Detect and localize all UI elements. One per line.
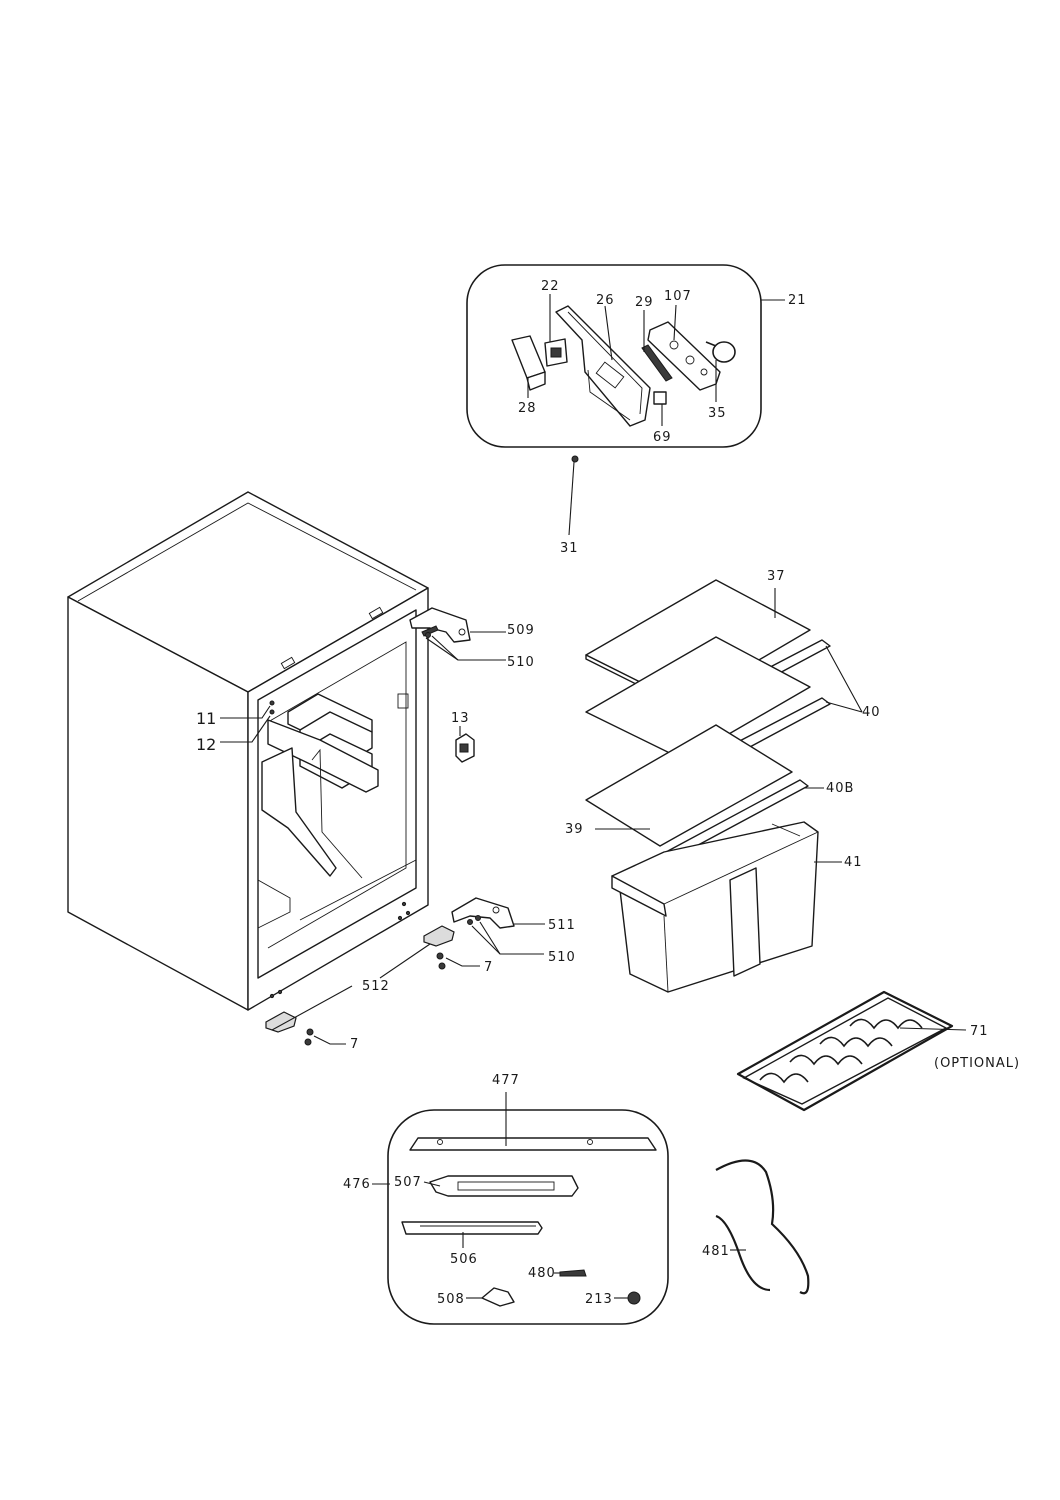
label-40: 40 <box>862 705 881 720</box>
label-481: 481 <box>702 1244 730 1259</box>
label-107: 107 <box>664 289 692 304</box>
label-7-top: 7 <box>484 960 493 975</box>
label-12: 12 <box>196 735 216 754</box>
label-69: 69 <box>653 430 672 445</box>
label-35: 35 <box>708 406 727 421</box>
label-26: 26 <box>596 293 615 308</box>
label-213: 213 <box>585 1292 613 1307</box>
label-477: 477 <box>492 1073 520 1088</box>
sensor-cable-icon <box>705 341 736 363</box>
label-37: 37 <box>767 569 786 584</box>
label-21: 21 <box>788 293 807 308</box>
label-7-bottom: 7 <box>350 1037 359 1052</box>
door-gasket-icon: 481 <box>702 1159 810 1295</box>
control-housing-icon <box>555 305 651 427</box>
label-41: 41 <box>844 855 863 870</box>
label-476: 476 <box>343 1177 371 1192</box>
label-optional: (OPTIONAL) <box>934 1056 1020 1071</box>
fridge-cabinet-icon <box>67 491 429 1011</box>
label-510-bottom: 510 <box>548 950 576 965</box>
label-512: 512 <box>362 979 390 994</box>
label-39: 39 <box>565 822 584 837</box>
label-506: 506 <box>450 1252 478 1267</box>
label-22: 22 <box>541 279 560 294</box>
door-fixing-kit-icon: 477 507 476 506 480 508 213 <box>343 1073 669 1325</box>
label-40b: 40B <box>826 781 854 796</box>
switch-13-icon: 13 <box>451 711 475 763</box>
control-panel-frame <box>466 264 762 448</box>
wine-rack-icon: 71 (OPTIONAL) <box>736 990 1020 1112</box>
fixing-kit-frame <box>387 1109 669 1325</box>
label-11: 11 <box>196 709 216 728</box>
label-31: 31 <box>560 541 579 556</box>
screw-31: 31 <box>560 455 579 556</box>
control-cover-icon <box>511 335 546 391</box>
hinge-511-icon: 511 510 <box>451 897 576 965</box>
label-480: 480 <box>528 1266 556 1281</box>
label-29: 29 <box>635 295 654 310</box>
label-71: 71 <box>970 1024 989 1039</box>
label-13: 13 <box>451 711 470 726</box>
crisper-drawer-icon: 41 <box>611 821 863 993</box>
label-509: 509 <box>507 623 535 638</box>
pcb-board-icon <box>647 321 721 391</box>
glass-shelf-icon: 37 40 40B 39 <box>565 569 881 859</box>
label-511: 511 <box>548 918 576 933</box>
foot-512-icon: 512 <box>265 925 455 1033</box>
callout-11-12: 11 12 <box>196 705 271 754</box>
label-508: 508 <box>437 1292 465 1307</box>
control-panel-group: 22 26 29 107 28 69 35 21 <box>466 264 807 448</box>
display-strip-icon <box>641 344 673 382</box>
label-510-top: 510 <box>507 655 535 670</box>
hinge-509-icon: 509 510 <box>409 607 535 670</box>
screw-7-icon: 7 7 <box>304 952 493 1052</box>
label-28: 28 <box>518 401 537 416</box>
label-507: 507 <box>394 1175 422 1190</box>
connector-block-icon <box>653 391 667 405</box>
